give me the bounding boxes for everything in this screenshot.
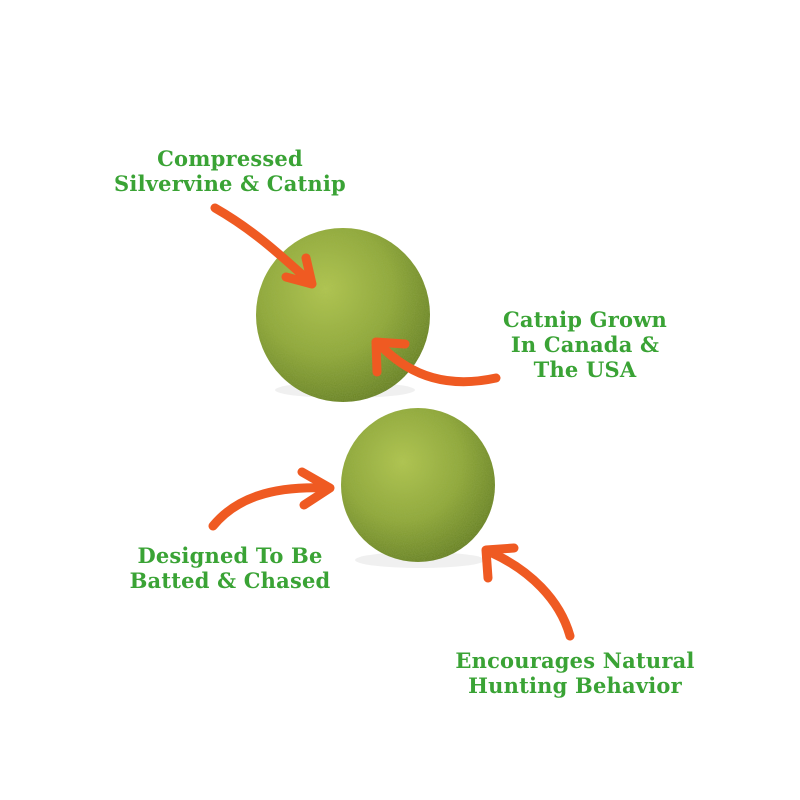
- arrow-icon: [371, 337, 501, 387]
- label-line: Silvervine & Catnip: [114, 171, 346, 196]
- feature-label-hunting: Encourages Natural Hunting Behavior: [400, 648, 750, 698]
- feature-label-compressed: Compressed Silvervine & Catnip: [80, 146, 380, 196]
- arrow-icon: [208, 467, 335, 531]
- label-line: The USA: [533, 357, 637, 382]
- label-line: Batted & Chased: [129, 568, 331, 593]
- label-line: In Canada &: [510, 332, 660, 357]
- arrow-icon: [210, 203, 317, 289]
- feature-label-origin: Catnip Grown In Canada & The USA: [460, 307, 710, 382]
- label-line: Catnip Grown: [502, 307, 667, 332]
- feature-label-batted: Designed To Be Batted & Chased: [80, 543, 380, 593]
- label-line: Compressed: [157, 146, 303, 171]
- label-line: Encourages Natural: [455, 648, 695, 673]
- arrow-icon: [481, 543, 575, 641]
- label-line: Hunting Behavior: [468, 673, 682, 698]
- catnip-ball-bottom: [341, 408, 495, 562]
- label-line: Designed To Be: [137, 543, 323, 568]
